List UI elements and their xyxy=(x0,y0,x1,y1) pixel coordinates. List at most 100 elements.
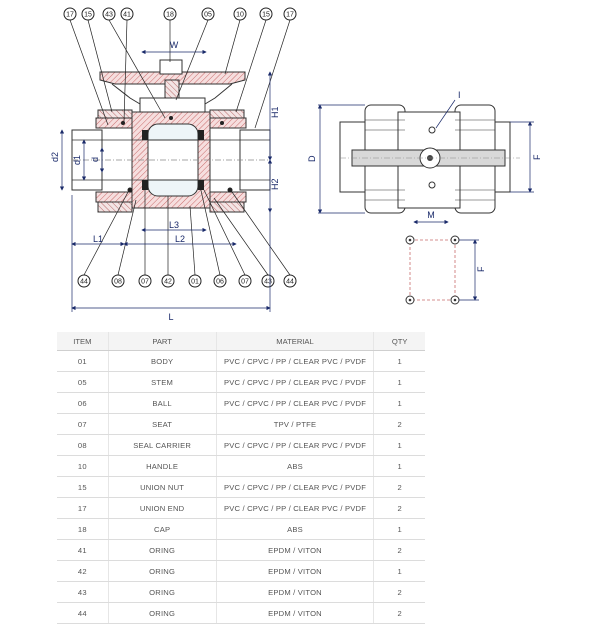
svg-text:07: 07 xyxy=(141,279,149,286)
cell-qty: 1 xyxy=(373,371,425,393)
cell-qty: 1 xyxy=(373,350,425,372)
mounting-pattern xyxy=(405,235,460,305)
callout-top-5: 05 xyxy=(175,7,215,101)
cell-material: TPV / PTFE xyxy=(216,413,375,435)
cell-item: 17 xyxy=(57,497,109,519)
cell-qty: 2 xyxy=(373,539,425,561)
callout-bottom-7: 43 xyxy=(213,197,275,288)
svg-text:L2: L2 xyxy=(175,234,185,244)
callout-top-6: 10 xyxy=(224,7,247,75)
svg-text:07: 07 xyxy=(241,279,249,286)
svg-text:L3: L3 xyxy=(169,220,179,230)
cell-material: PVC / CPVC / PP / CLEAR PVC / PVDF xyxy=(216,371,375,393)
cell-part: ORING xyxy=(108,602,217,624)
cell-item: 43 xyxy=(57,581,109,603)
callout-bottom-5: 06 xyxy=(199,185,227,288)
cell-item: 06 xyxy=(57,392,109,414)
cell-qty: 2 xyxy=(373,581,425,603)
svg-text:d1: d1 xyxy=(72,155,82,165)
cell-part: CAP xyxy=(108,518,217,540)
cell-material: EPDM / VITON xyxy=(216,539,375,561)
cell-qty: 1 xyxy=(373,434,425,456)
cell-item: 44 xyxy=(57,602,109,624)
handle xyxy=(99,71,246,85)
header-item: ITEM xyxy=(57,332,109,351)
callouts-top: 17 15 41 43 18 05 10 15 17 xyxy=(63,7,297,129)
callout-top-8: 17 xyxy=(254,7,297,129)
valve-drawing: 17 15 41 43 18 05 10 15 17 44 08 07 42 0… xyxy=(50,7,542,322)
cell-item: 08 xyxy=(57,434,109,456)
svg-text:15: 15 xyxy=(84,12,92,19)
header-part: PART xyxy=(108,332,217,351)
cell-part: STEM xyxy=(108,371,217,393)
svg-text:H2: H2 xyxy=(270,178,280,190)
cell-part: SEAT xyxy=(108,413,217,435)
svg-text:44: 44 xyxy=(80,279,88,286)
callout-top-2: 41 xyxy=(120,7,134,123)
svg-text:M: M xyxy=(427,210,435,220)
svg-text:15: 15 xyxy=(262,12,270,19)
callout-bottom-4: 01 xyxy=(188,205,202,288)
svg-text:43: 43 xyxy=(264,279,272,286)
svg-text:10: 10 xyxy=(236,12,244,19)
cell-qty: 2 xyxy=(373,602,425,624)
cell-material: PVC / CPVC / PP / CLEAR PVC / PVDF xyxy=(216,392,375,414)
cell-material: EPDM / VITON xyxy=(216,602,375,624)
header-material: MATERIAL xyxy=(216,332,375,351)
cell-item: 41 xyxy=(57,539,109,561)
cell-qty: 1 xyxy=(373,455,425,477)
cell-material: PVC / CPVC / PP / CLEAR PVC / PVDF xyxy=(216,476,375,498)
svg-text:08: 08 xyxy=(114,279,122,286)
cell-item: 05 xyxy=(57,371,109,393)
callout-bottom-1: 08 xyxy=(111,199,137,288)
seat-left xyxy=(142,130,148,140)
cap xyxy=(159,59,183,75)
svg-text:44: 44 xyxy=(286,279,294,286)
cell-item: 18 xyxy=(57,518,109,540)
svg-text:06: 06 xyxy=(216,279,224,286)
cell-material: ABS xyxy=(216,455,375,477)
cell-part: ORING xyxy=(108,581,217,603)
svg-text:F: F xyxy=(532,154,542,160)
cell-part: HANDLE xyxy=(108,455,217,477)
seat-right xyxy=(198,130,204,140)
cell-part: UNION END xyxy=(108,497,217,519)
svg-text:F: F xyxy=(476,266,486,272)
dimensions-section xyxy=(59,49,273,312)
svg-text:d: d xyxy=(90,157,100,162)
cell-item: 10 xyxy=(57,455,109,477)
callout-top-0: 17 xyxy=(63,7,109,126)
cell-part: UNION NUT xyxy=(108,476,217,498)
cell-part: SEAL CARRIER xyxy=(108,434,217,456)
cell-material: EPDM / VITON xyxy=(216,581,375,603)
svg-text:L1: L1 xyxy=(93,234,103,244)
svg-text:01: 01 xyxy=(191,279,199,286)
cell-item: 07 xyxy=(57,413,109,435)
cell-material: PVC / CPVC / PP / CLEAR PVC / PVDF xyxy=(216,434,375,456)
cell-material: EPDM / VITON xyxy=(216,560,375,582)
cell-qty: 1 xyxy=(373,560,425,582)
cell-qty: 2 xyxy=(373,497,425,519)
svg-text:42: 42 xyxy=(164,279,172,286)
dimensions-side xyxy=(317,99,534,225)
cell-qty: 2 xyxy=(373,413,425,435)
svg-text:L: L xyxy=(168,312,173,322)
svg-text:43: 43 xyxy=(105,12,113,19)
callout-top-7: 15 xyxy=(235,7,273,113)
svg-text:17: 17 xyxy=(66,12,74,19)
svg-text:05: 05 xyxy=(204,12,212,19)
svg-text:41: 41 xyxy=(123,12,131,19)
svg-text:W: W xyxy=(170,40,179,50)
cell-qty: 2 xyxy=(373,476,425,498)
cell-qty: 1 xyxy=(373,392,425,414)
section-view xyxy=(71,59,271,213)
side-view xyxy=(339,104,520,214)
